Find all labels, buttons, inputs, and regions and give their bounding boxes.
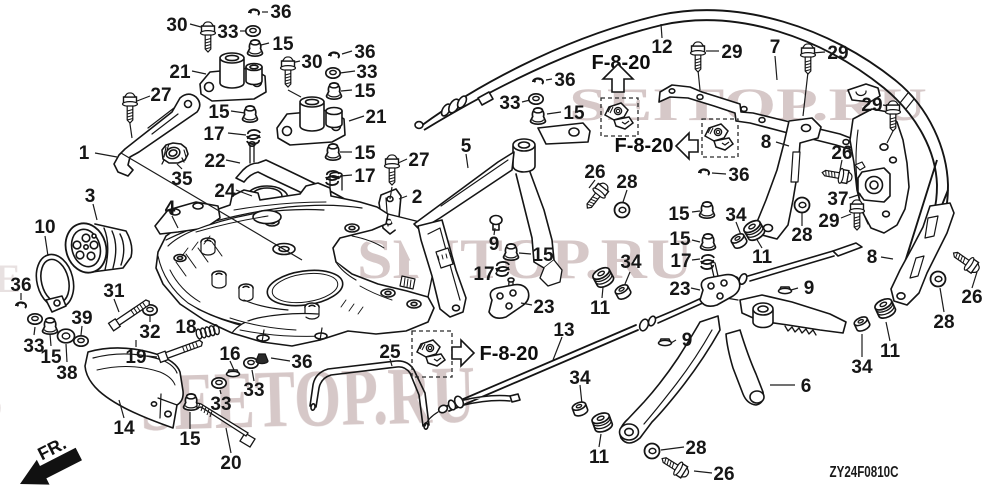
- svg-text:17: 17: [473, 264, 494, 285]
- svg-text:15: 15: [354, 81, 376, 102]
- svg-text:15: 15: [669, 229, 691, 250]
- svg-text:11: 11: [590, 298, 611, 319]
- svg-text:23: 23: [669, 279, 690, 300]
- svg-text:34: 34: [569, 368, 591, 389]
- svg-text:9: 9: [682, 330, 693, 351]
- svg-text:29: 29: [818, 211, 839, 232]
- svg-text:15: 15: [272, 34, 294, 55]
- svg-text:F-8-20: F-8-20: [615, 135, 674, 157]
- svg-text:30: 30: [301, 52, 322, 73]
- svg-text:F-8-20: F-8-20: [480, 343, 539, 365]
- svg-text:21: 21: [365, 107, 387, 128]
- svg-text:26: 26: [961, 287, 982, 308]
- svg-text:8: 8: [761, 132, 772, 153]
- svg-text:25: 25: [379, 342, 401, 363]
- svg-text:SE: SE: [0, 256, 21, 301]
- svg-text:33: 33: [23, 336, 44, 357]
- svg-text:15: 15: [532, 245, 554, 266]
- svg-text:2: 2: [412, 187, 423, 208]
- svg-text:19: 19: [125, 347, 146, 368]
- svg-text:27: 27: [150, 85, 171, 106]
- svg-text:ZY24F0810C: ZY24F0810C: [830, 464, 899, 481]
- svg-text:23: 23: [533, 297, 554, 318]
- svg-text:28: 28: [933, 312, 954, 333]
- svg-text:36: 36: [270, 2, 291, 23]
- svg-text:35: 35: [171, 169, 193, 190]
- svg-text:36: 36: [554, 70, 575, 91]
- svg-text:7: 7: [770, 37, 781, 58]
- svg-text:29: 29: [861, 95, 882, 116]
- svg-text:4: 4: [165, 198, 176, 219]
- svg-text:28: 28: [616, 172, 637, 193]
- svg-text:20: 20: [220, 453, 241, 474]
- svg-text:12: 12: [651, 37, 672, 58]
- svg-text:15: 15: [563, 103, 585, 124]
- svg-text:34: 34: [851, 357, 873, 378]
- svg-text:34: 34: [725, 205, 747, 226]
- svg-text:36: 36: [728, 165, 749, 186]
- svg-text:26: 26: [831, 143, 852, 164]
- svg-text:6: 6: [801, 376, 812, 397]
- svg-text:39: 39: [71, 308, 92, 329]
- svg-text:15: 15: [40, 347, 62, 368]
- svg-text:31: 31: [103, 281, 125, 302]
- svg-text:1: 1: [79, 143, 90, 164]
- svg-text:18: 18: [175, 317, 196, 338]
- svg-text:11: 11: [880, 341, 901, 362]
- svg-text:13: 13: [553, 320, 574, 341]
- svg-text:11: 11: [752, 247, 773, 268]
- svg-text:26: 26: [713, 464, 734, 485]
- svg-text:17: 17: [670, 251, 691, 272]
- svg-text:34: 34: [620, 252, 642, 273]
- svg-text:3: 3: [85, 186, 96, 207]
- svg-text:15: 15: [208, 102, 230, 123]
- svg-text:S: S: [0, 367, 3, 433]
- svg-text:8: 8: [867, 247, 878, 268]
- svg-text:33: 33: [356, 62, 377, 83]
- svg-text:33: 33: [217, 22, 238, 43]
- svg-text:9: 9: [489, 234, 500, 255]
- svg-text:38: 38: [56, 363, 77, 384]
- svg-text:F-8-20: F-8-20: [592, 52, 651, 74]
- svg-text:36: 36: [291, 352, 312, 373]
- svg-text:17: 17: [203, 124, 224, 145]
- svg-text:5: 5: [461, 136, 472, 157]
- svg-text:22: 22: [204, 151, 225, 172]
- svg-text:28: 28: [791, 225, 812, 246]
- svg-text:36: 36: [354, 42, 375, 63]
- svg-text:29: 29: [827, 43, 848, 64]
- svg-text:15: 15: [354, 143, 376, 164]
- svg-text:24: 24: [214, 181, 236, 202]
- svg-text:37: 37: [827, 189, 848, 210]
- svg-text:33: 33: [499, 93, 520, 114]
- svg-text:30: 30: [166, 15, 187, 36]
- svg-text:27: 27: [408, 150, 429, 171]
- svg-text:36: 36: [10, 275, 31, 296]
- svg-text:33: 33: [210, 394, 231, 415]
- svg-text:15: 15: [668, 204, 690, 225]
- svg-text:21: 21: [169, 62, 191, 83]
- svg-text:32: 32: [139, 322, 160, 343]
- svg-text:10: 10: [34, 217, 55, 238]
- svg-text:15: 15: [179, 429, 201, 450]
- svg-text:26: 26: [584, 162, 605, 183]
- svg-text:9: 9: [804, 278, 815, 299]
- svg-text:17: 17: [354, 166, 375, 187]
- svg-text:16: 16: [219, 344, 240, 365]
- svg-text:29: 29: [721, 42, 742, 63]
- svg-text:28: 28: [685, 438, 706, 459]
- svg-text:14: 14: [113, 418, 135, 439]
- svg-text:11: 11: [589, 447, 610, 468]
- svg-text:33: 33: [243, 380, 264, 401]
